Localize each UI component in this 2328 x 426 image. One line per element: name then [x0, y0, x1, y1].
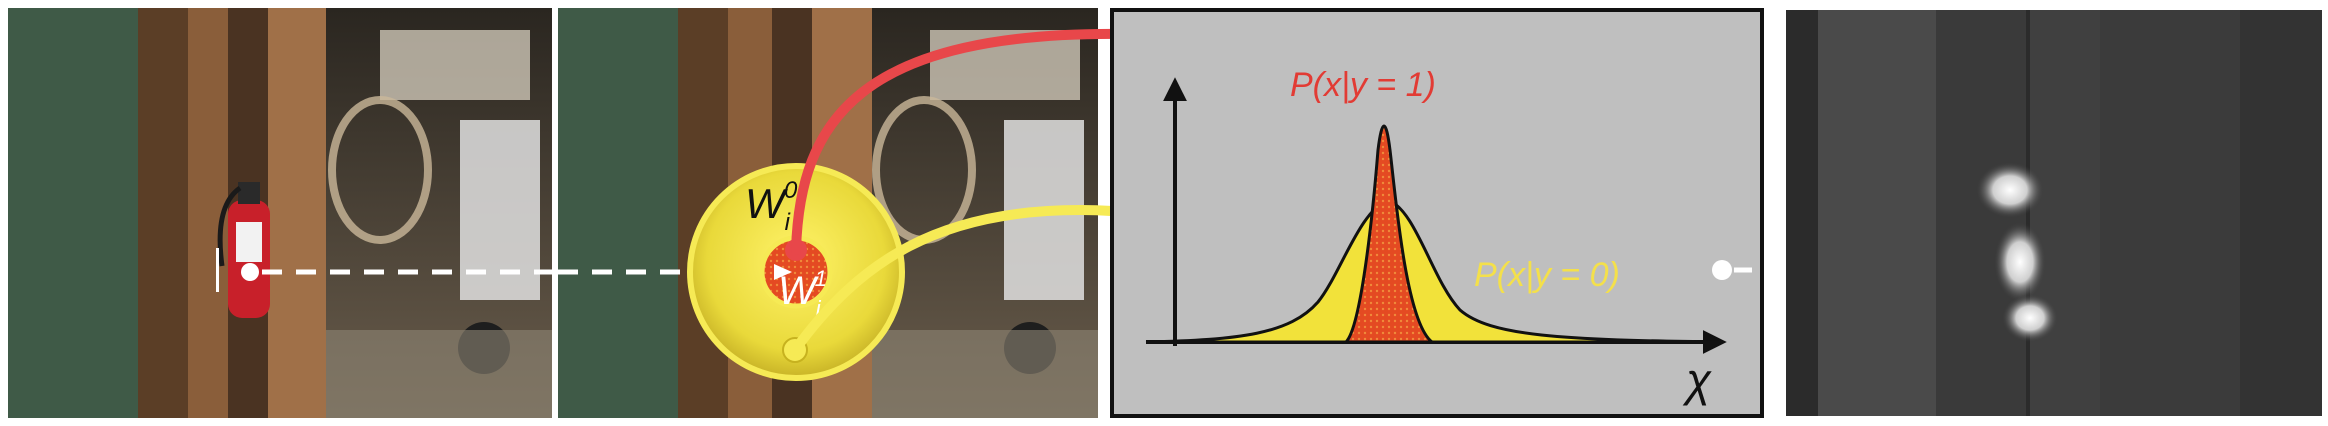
positive-distribution: [1342, 124, 1437, 344]
positive-likelihood-label: P(x|y = 1): [1290, 66, 1436, 104]
feature-axis-label: χ: [1682, 354, 1712, 406]
likelihood-plot-panel: P(x|y = 1) P(x|y = 0) χ: [1110, 8, 1764, 418]
input-photo-panel: [8, 8, 552, 418]
negative-likelihood-label: P(x|y = 0): [1474, 256, 1620, 294]
fire-extinguisher: [217, 182, 270, 318]
inner-window-label: Wi1: [778, 266, 827, 321]
pixel-marker: [241, 263, 259, 281]
response-blob: [1976, 162, 2044, 218]
output-map-panel: [1786, 10, 2322, 416]
outer-window-label: Wi0: [745, 177, 798, 236]
green-wall: [8, 8, 138, 418]
